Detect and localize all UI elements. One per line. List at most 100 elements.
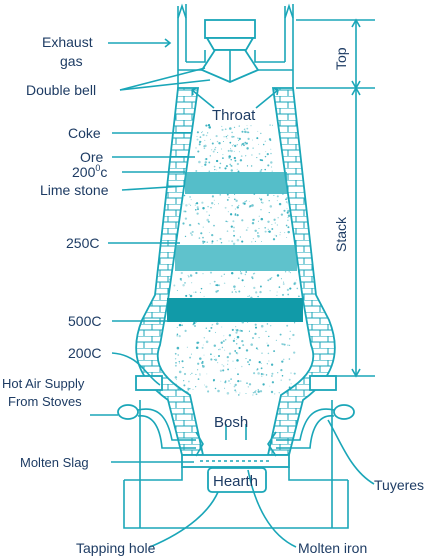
speckle-dot	[199, 136, 202, 138]
speckle-dot	[273, 218, 276, 221]
speckle-dot	[248, 359, 252, 362]
speckle-dot	[255, 326, 257, 329]
speckle-dot	[240, 330, 242, 332]
speckle-dot	[245, 200, 248, 202]
speckle-dot	[221, 128, 224, 131]
speckle-dot	[289, 338, 291, 340]
speckle-dot	[188, 223, 192, 227]
speckle-dot	[223, 273, 225, 275]
speckle-dot	[221, 326, 223, 328]
speckle-dot	[271, 170, 273, 172]
speckle-dot	[228, 334, 232, 337]
speckle-dot	[201, 132, 202, 134]
speckle-dot	[225, 165, 228, 168]
speckle-dot	[210, 207, 212, 209]
speckle-dot	[202, 344, 204, 346]
speckle-dot	[288, 358, 291, 360]
speckle-dot	[174, 352, 177, 355]
speckle-dot	[260, 217, 264, 221]
speckle-dot	[217, 151, 219, 154]
speckle-dot	[250, 165, 253, 167]
speckle-dot	[224, 387, 226, 389]
speckle-dot	[238, 151, 240, 153]
label-temp-200-top: 2000c	[72, 163, 107, 180]
speckle-dot	[199, 291, 201, 293]
speckle-dot	[196, 131, 199, 134]
speckle-dot	[236, 328, 239, 332]
speckle-dot	[184, 217, 188, 220]
speckle-dot	[235, 391, 237, 393]
speckle-dot	[259, 197, 261, 199]
speckle-dot	[197, 208, 199, 211]
speckle-dot	[221, 148, 223, 150]
speckle-dot	[227, 363, 229, 365]
speckle-dot	[221, 125, 223, 127]
speckle-dot	[268, 138, 272, 141]
speckle-dot	[261, 352, 263, 354]
speckle-dot	[239, 236, 242, 238]
speckle-dot	[174, 358, 177, 360]
speckle-dot	[195, 291, 197, 293]
speckle-dot	[192, 388, 194, 390]
speckle-dot	[231, 131, 233, 134]
speckle-dot	[211, 324, 213, 326]
speckle-dot	[237, 170, 240, 173]
speckle-dot	[286, 237, 288, 239]
speckle-dot	[285, 224, 288, 227]
speckle-dot	[202, 240, 205, 243]
speckle-dot	[260, 324, 264, 328]
speckle-dot	[207, 390, 210, 393]
speckle-dot	[262, 383, 265, 386]
speckle-dot	[205, 124, 208, 127]
speckle-dot	[208, 330, 211, 332]
speckle-dot	[264, 168, 266, 171]
exhaust-pipes	[177, 3, 294, 70]
speckle-dot	[233, 385, 236, 388]
speckle-dot	[210, 353, 212, 356]
speckle-dot	[251, 154, 253, 156]
speckle-dot	[251, 221, 255, 225]
speckle-dot	[203, 354, 205, 356]
speckle-dot	[270, 152, 272, 155]
speckle-dot	[176, 346, 180, 350]
speckle-dot	[230, 164, 232, 167]
speckle-dot	[234, 213, 237, 215]
speckle-dot	[269, 290, 271, 292]
speckle-dot	[199, 374, 201, 376]
speckle-dot	[239, 392, 241, 394]
speckle-dot	[201, 165, 203, 167]
speckle-dot	[264, 230, 267, 233]
speckle-dot	[274, 234, 276, 236]
speckle-dot	[247, 131, 250, 134]
speckle-dot	[257, 390, 260, 393]
speckle-dot	[244, 273, 247, 276]
speckle-dot	[279, 231, 281, 233]
speckle-dot	[214, 204, 216, 205]
speckle-dot	[198, 160, 201, 164]
speckle-dot	[278, 202, 282, 206]
speckle-dot	[235, 351, 238, 354]
speckle-dot	[292, 333, 295, 337]
speckle-dot	[243, 129, 245, 131]
speckle-dot	[286, 208, 288, 210]
speckle-dot	[257, 295, 259, 298]
speckle-dot	[205, 134, 208, 137]
speckle-dot	[195, 271, 198, 275]
speckle-dot	[252, 273, 254, 275]
speckle-dot	[216, 240, 218, 242]
speckle-dot	[219, 162, 222, 165]
speckle-dot	[224, 381, 227, 384]
speckle-dot	[174, 383, 178, 387]
speckle-dot	[248, 295, 250, 297]
speckle-dot	[203, 337, 205, 339]
speckle-dot	[256, 369, 258, 371]
speckle-dot	[247, 137, 250, 141]
speckle-dot	[286, 324, 289, 327]
speckle-dot	[178, 334, 181, 338]
label-molten-iron: Molten iron	[298, 540, 367, 556]
speckle-dot	[213, 359, 215, 361]
speckle-dot	[198, 237, 201, 239]
speckle-dot	[210, 326, 213, 329]
speckle-dot	[208, 126, 211, 129]
label-lime-stone: Lime stone	[40, 182, 109, 198]
